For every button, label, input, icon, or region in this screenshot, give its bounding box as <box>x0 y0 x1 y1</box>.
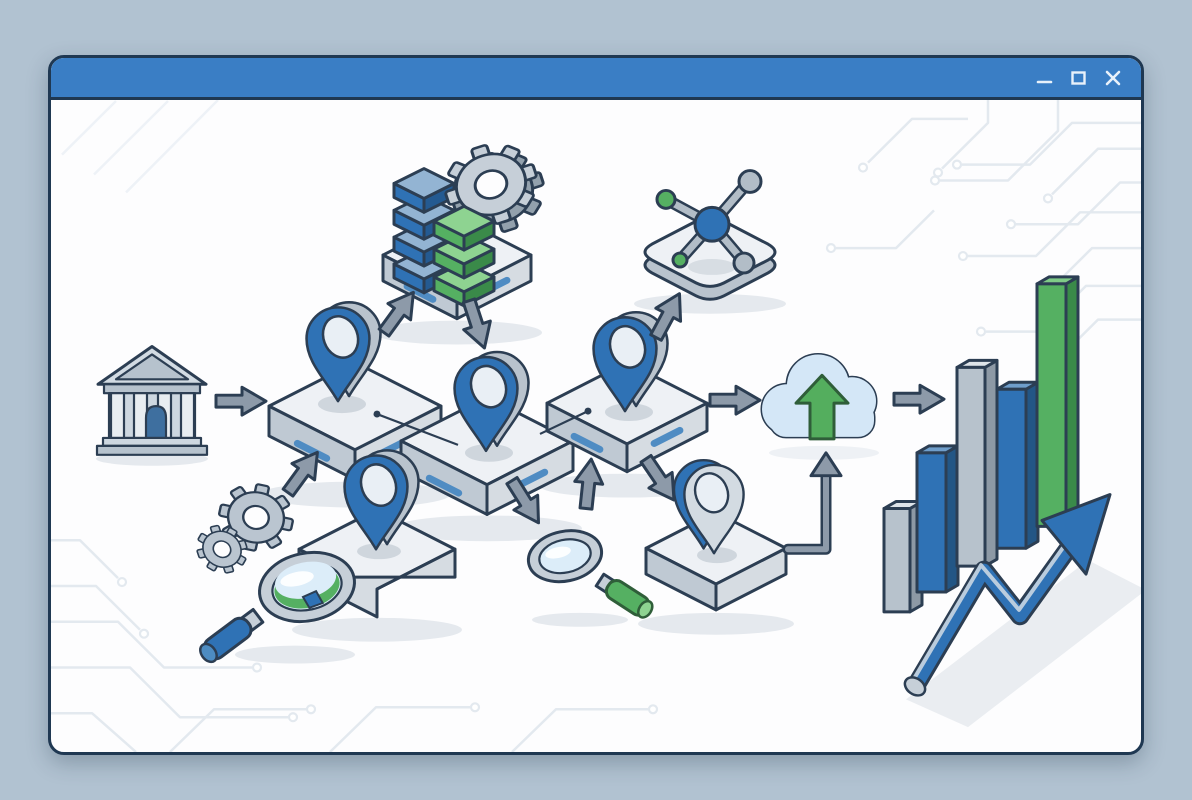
elbow-connector-arrow <box>782 451 843 555</box>
minimize-button[interactable] <box>1033 66 1057 90</box>
platform-pin-2 <box>399 350 575 516</box>
platform-pin-4 <box>644 458 788 612</box>
app-window <box>48 55 1144 755</box>
bar-chart-icon <box>882 275 1080 614</box>
node-connectors <box>373 407 592 446</box>
server-stack-icon <box>381 131 556 321</box>
pipeline-illustration <box>51 100 1141 752</box>
server-blue-stack <box>392 167 456 295</box>
iso-bar <box>955 358 999 568</box>
minimize-icon <box>1036 80 1053 83</box>
iso-bar <box>915 444 960 594</box>
server-green-stack <box>432 204 496 308</box>
close-icon <box>1105 70 1121 85</box>
platform-pin-3 <box>545 310 709 474</box>
magnifier-icon <box>526 529 654 619</box>
close-button[interactable] <box>1101 66 1125 90</box>
magnifier-pie-icon <box>199 551 356 664</box>
maximize-icon <box>1071 70 1086 85</box>
window-titlebar[interactable] <box>51 58 1141 100</box>
flow-arrow-icon <box>892 383 946 415</box>
iso-bar <box>995 380 1040 550</box>
flow-arrow-icon <box>214 385 268 417</box>
cloud-upload-icon <box>760 352 878 441</box>
network-nodes-icon <box>643 169 777 301</box>
upload-arrow-icon <box>794 373 850 441</box>
growth-arrow-icon <box>903 493 1112 697</box>
iso-bar <box>1035 275 1080 528</box>
flow-arrow-icon <box>708 384 762 416</box>
maximize-button[interactable] <box>1067 66 1091 90</box>
window-content <box>51 100 1141 752</box>
bank-icon <box>95 344 209 456</box>
